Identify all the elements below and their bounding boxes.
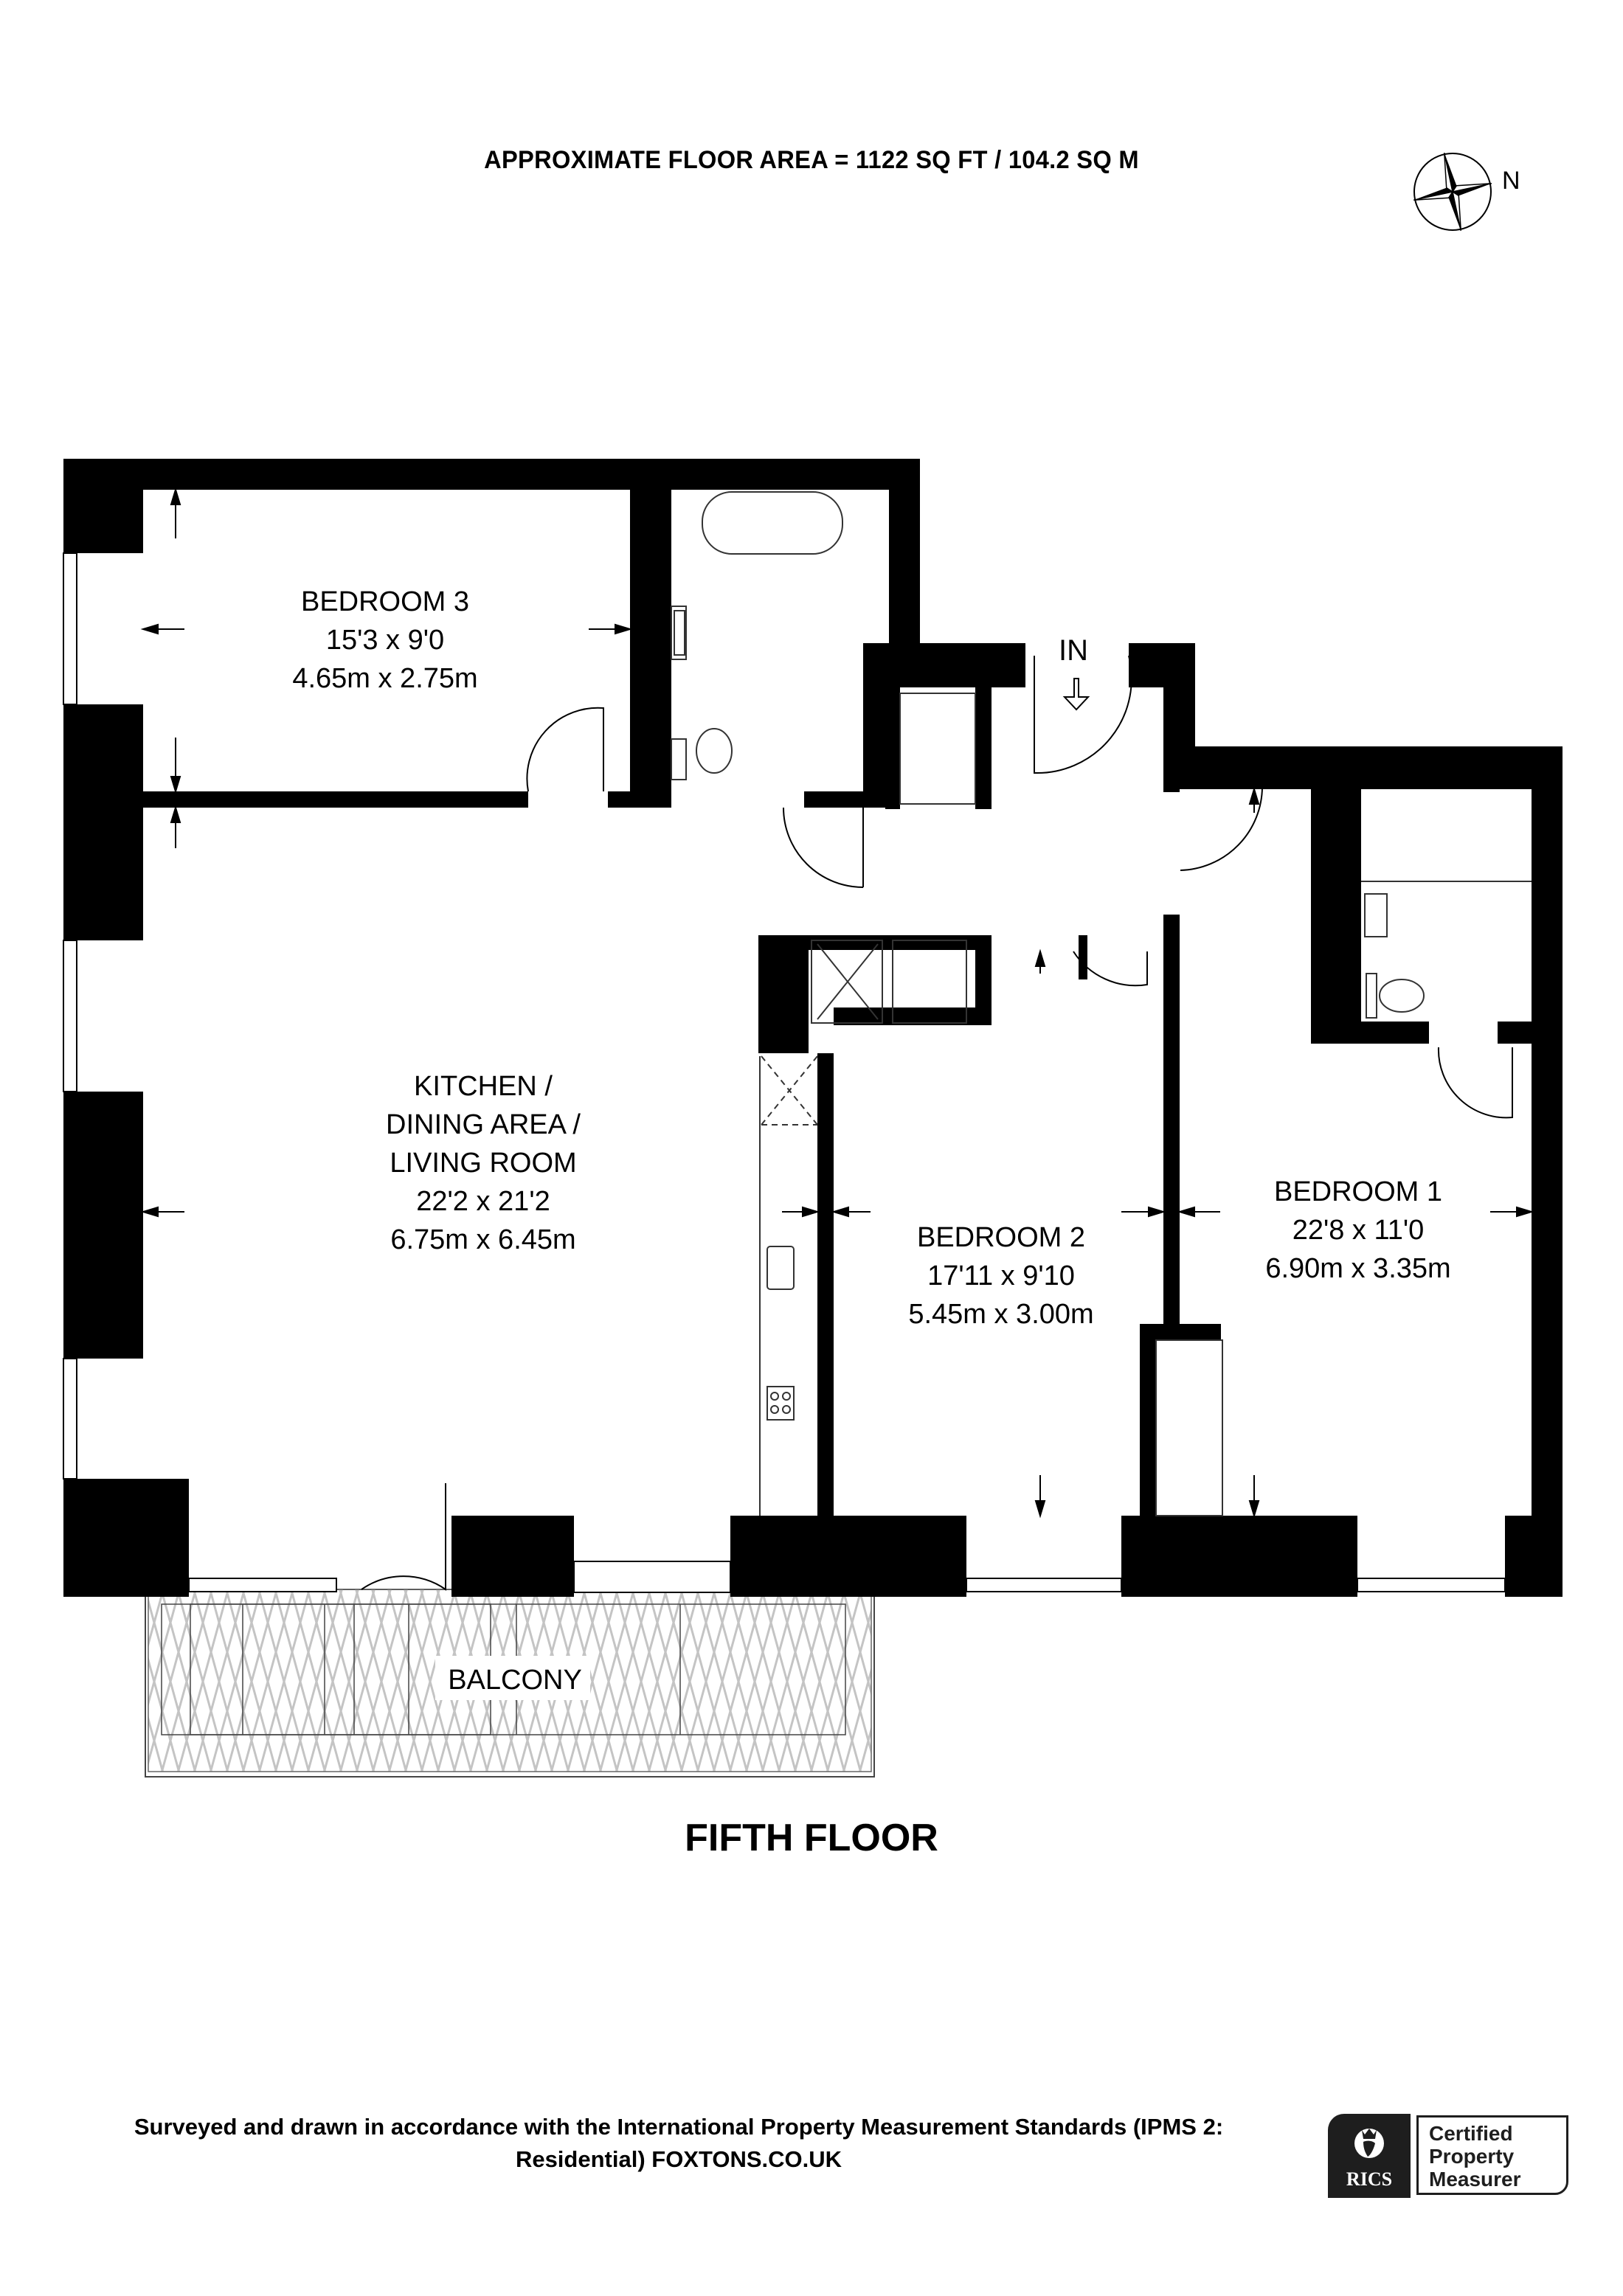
room-metric: 5.45m x 3.00m (908, 1299, 1094, 1330)
compass-north-label: N (1502, 167, 1520, 195)
door-swings (361, 655, 1513, 1591)
certified-measurer-box: Certified Property Measurer (1416, 2115, 1568, 2195)
room-imperial: 22'2 x 21'2 (416, 1186, 550, 1217)
room-kitchen-living: KITCHEN / DINING AREA / LIVING ROOM 22'2… (262, 1067, 705, 1259)
badge-line1: Certified (1429, 2122, 1513, 2145)
walls (63, 459, 1563, 1597)
badge-line3: Measurer (1429, 2168, 1521, 2191)
room-metric: 4.65m x 2.75m (292, 663, 478, 694)
balcony (145, 1589, 875, 1778)
rics-logo-panel: RICS (1328, 2114, 1411, 2198)
room-imperial: 22'8 x 11'0 (1292, 1215, 1425, 1246)
rics-wordmark: RICS (1346, 2168, 1393, 2190)
room-name: BEDROOM 3 (300, 586, 470, 617)
entrance-label: IN (1059, 634, 1088, 667)
rics-certified-badge: RICS Certified Property Measurer (1328, 2114, 1571, 2201)
footnote-line2: Residential) FOXTONS.CO.UK (515, 2146, 842, 2172)
room-balcony: BALCONY (294, 1661, 736, 1699)
fixtures (671, 491, 1532, 1516)
floor-title: FIFTH FLOOR (685, 1817, 938, 1859)
footnote-line1: Surveyed and drawn in accordance with th… (134, 2114, 1224, 2140)
room-name: BEDROOM 2 (916, 1222, 1086, 1253)
room-bedroom-1: BEDROOM 1 22'8 x 11'0 6.90m x 3.35m (1137, 1173, 1579, 1288)
compass-rose-icon (1413, 153, 1492, 231)
room-metric: 6.90m x 3.35m (1265, 1253, 1451, 1284)
room-bedroom-2: BEDROOM 2 17'11 x 9'10 5.45m x 3.00m (780, 1218, 1222, 1333)
floor-area-heading: APPROXIMATE FLOOR AREA = 1122 SQ FT / 10… (484, 146, 1139, 174)
room-bedroom-3: BEDROOM 3 15'3 x 9'0 4.65m x 2.75m (164, 583, 606, 698)
survey-footnote: Surveyed and drawn in accordance with th… (44, 2111, 1313, 2176)
room-imperial: 15'3 x 9'0 (325, 625, 445, 656)
room-name: BALCONY (448, 1665, 582, 1696)
rics-lion-icon (1354, 2129, 1384, 2158)
dimension-arrows (140, 487, 1534, 1519)
room-imperial: 17'11 x 9'10 (927, 1260, 1075, 1291)
badge-line2: Property (1429, 2145, 1515, 2168)
room-metric: 6.75m x 6.45m (390, 1224, 576, 1255)
room-name-line3: LIVING ROOM (390, 1148, 577, 1179)
windows (188, 1561, 1506, 1593)
entrance-arrow-icon (1062, 678, 1090, 711)
room-name-line1: KITCHEN / (414, 1071, 553, 1102)
room-name-line2: DINING AREA / (386, 1109, 581, 1140)
room-name: BEDROOM 1 (1273, 1176, 1443, 1207)
